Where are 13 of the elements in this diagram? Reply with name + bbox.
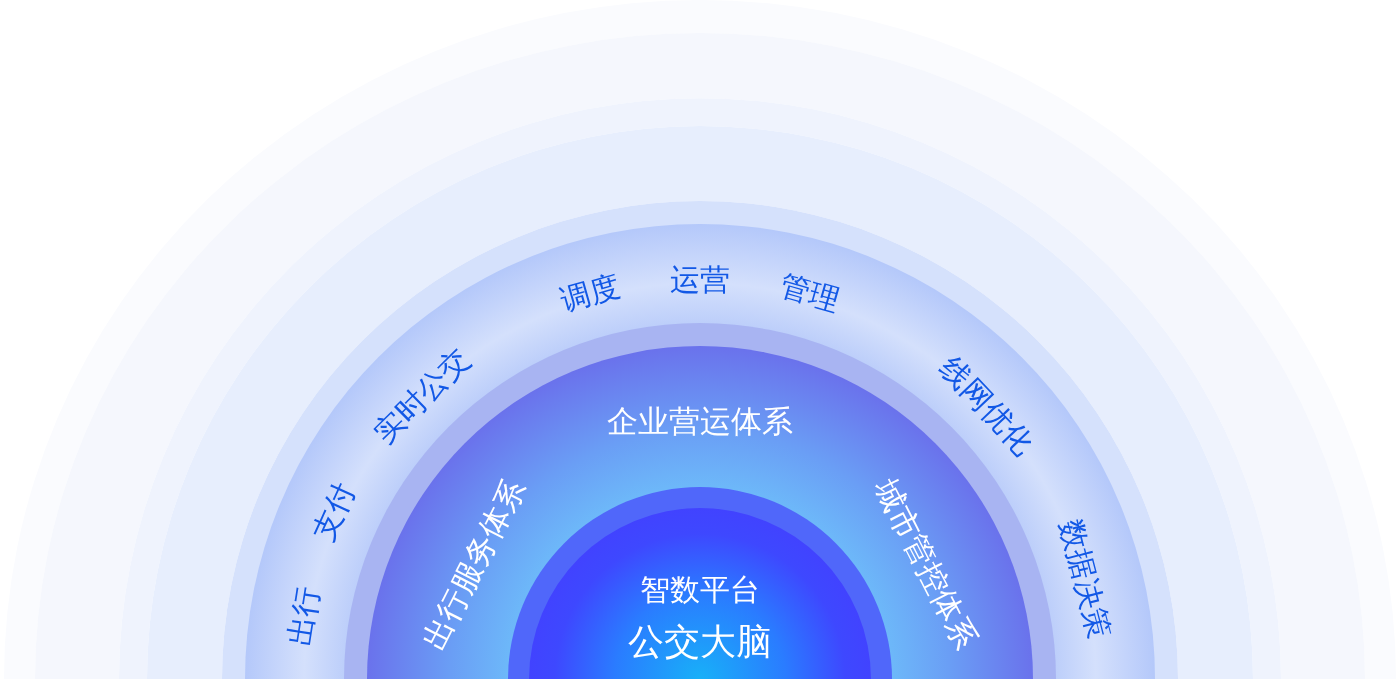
ring-label: 数据决策 (1055, 517, 1115, 642)
ring-title: 城市管控体系 (870, 473, 983, 654)
ring-title: 出行服务体系 (417, 473, 530, 654)
ring-label: 调度 (557, 270, 624, 316)
center-label: 智数平台 (640, 575, 760, 605)
ring-label: 运营 (670, 265, 730, 295)
center-label: 公交大脑 (628, 624, 772, 660)
ring-label: 线网优化 (935, 352, 1040, 461)
ring-title: 企业营运体系 (607, 405, 793, 437)
ring-label: 出行 (284, 584, 324, 649)
ring-label: 实时公交 (368, 343, 476, 449)
ring-label: 支付 (308, 478, 361, 546)
ring-label: 管理 (776, 270, 843, 316)
